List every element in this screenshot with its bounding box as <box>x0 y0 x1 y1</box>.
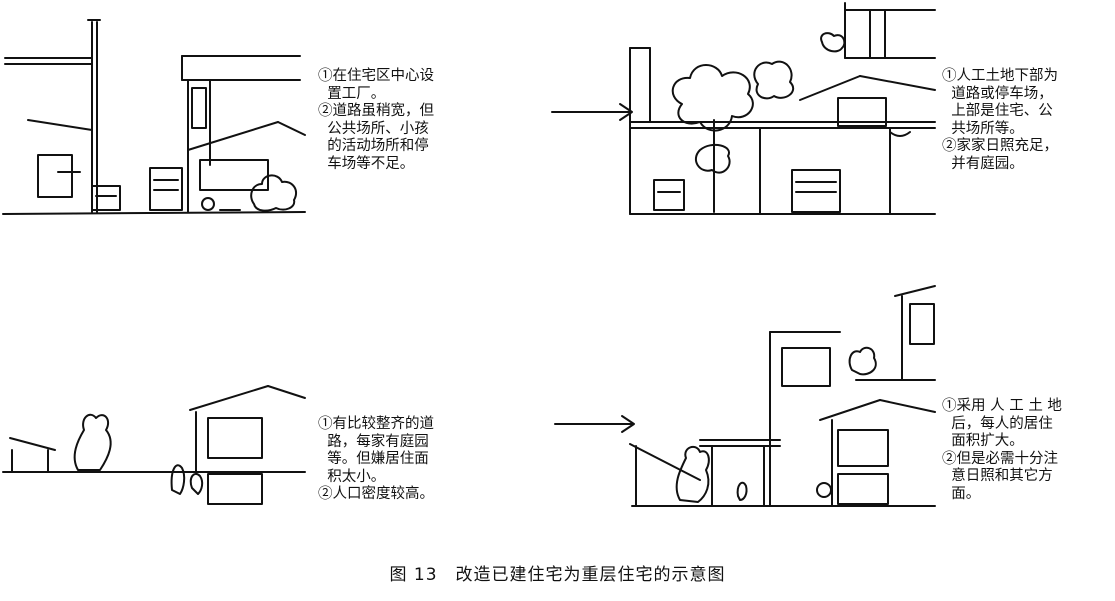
panel-2-note-line: 道路或停车场， <box>942 85 1053 102</box>
figure-number: 图 13 <box>389 565 438 585</box>
panel-1-note-line: 的活动场所和停 <box>318 138 429 154</box>
panel-2-note-line: ①人工土地下部为 <box>942 68 1058 84</box>
panel-4-notes: ①采用 人 工 土 地 后，每人的居住 面积扩大。 ②但是必需十分注 意日照和其… <box>942 398 1062 503</box>
panel-4-note-line: 面。 <box>942 485 981 502</box>
panel-3-note-line: 路，每家有庭园 <box>318 433 429 450</box>
panel-4-note-line: ②但是必需十分注 <box>942 450 1058 467</box>
panel-1-notes: ①在住宅区中心设 置工厂。 ②道路虽稍宽，但 公共场所、小孩 的活动场所和停 车… <box>318 68 434 173</box>
panel-3-sketch <box>2 385 306 505</box>
panel-2-note-line: 共场所等。 <box>942 120 1024 137</box>
figure-title: 改造已建住宅为重层住宅的示意图 <box>455 565 726 585</box>
panel-4-note-line: 面积扩大。 <box>942 433 1024 449</box>
panel-3-note-line: 积太小。 <box>318 468 386 485</box>
panel-4-note-line: ①采用 人 工 土 地 <box>942 398 1062 414</box>
panel-3-note-line: ②人口密度较高。 <box>318 486 434 502</box>
panel-3-notes: ①有比较整齐的道 路，每家有庭园 等。但嫌居住面 积太小。 ②人口密度较高。 <box>318 416 434 504</box>
panel-1-note-line: 公共场所、小孩 <box>318 120 429 137</box>
panel-3-note-line: ①有比较整齐的道 <box>318 416 434 432</box>
panel-1-note-line: ②道路虽稍宽，但 <box>318 103 434 119</box>
panel-1-note-line: 车场等不足。 <box>318 155 415 172</box>
panel-1-note-line: ①在住宅区中心设 <box>318 68 434 84</box>
panel-2-note-line: ②家家日照充足， <box>942 138 1058 154</box>
panel-1-note-line: 置工厂。 <box>318 85 386 102</box>
panel-1-sketch <box>2 19 306 215</box>
figure-caption: 图 13 改造已建住宅为重层住宅的示意图 <box>0 560 1115 585</box>
panel-4-sketch <box>554 285 936 507</box>
panel-2-note-line: 上部是住宅、公 <box>942 103 1053 119</box>
panel-4-note-line: 后，每人的居住 <box>942 415 1053 432</box>
panel-2-note-line: 并有庭园。 <box>942 155 1024 172</box>
panel-3-note-line: 等。但嫌居住面 <box>318 451 429 467</box>
panel-4-note-line: 意日照和其它方 <box>942 468 1053 484</box>
panel-2-sketch <box>551 2 936 215</box>
panel-2-notes: ①人工土地下部为 道路或停车场， 上部是住宅、公 共场所等。 ②家家日照充足， … <box>942 68 1058 173</box>
